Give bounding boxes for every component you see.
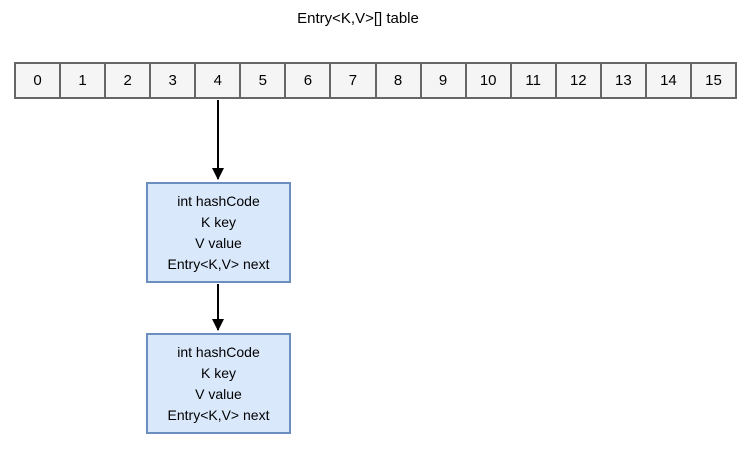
entry-node-1: int hashCode K key V value Entry<K,V> ne…: [146, 182, 291, 283]
array-cell: 9: [419, 62, 467, 99]
array-cell: 3: [149, 62, 197, 99]
array-cell: 8: [374, 62, 422, 99]
entry-field-value: V value: [195, 234, 242, 251]
array-cell: 10: [464, 62, 512, 99]
array-cell: 7: [329, 62, 377, 99]
array-cell: 4: [194, 62, 242, 99]
array-cell: 11: [509, 62, 557, 99]
bucket-array: 0 1 2 3 4 5 6 7 8 9 10 11 12 13 14 15: [14, 62, 737, 99]
array-cell: 2: [104, 62, 152, 99]
array-cell: 6: [284, 62, 332, 99]
entry-node-2: int hashCode K key V value Entry<K,V> ne…: [146, 333, 291, 434]
array-cell: 15: [689, 62, 737, 99]
entry-field-key: K key: [200, 213, 236, 230]
array-cell: 0: [14, 62, 62, 99]
array-cell: 13: [599, 62, 647, 99]
array-cell: 14: [644, 62, 692, 99]
diagram-title: Entry<K,V>[] table: [297, 10, 419, 27]
entry-field-next: Entry<K,V> next: [167, 255, 270, 272]
entry-field-next: Entry<K,V> next: [167, 406, 270, 423]
array-cell: 1: [59, 62, 107, 99]
array-cell: 12: [554, 62, 602, 99]
entry-field-hashcode: int hashCode: [177, 343, 260, 360]
entry-field-value: V value: [195, 385, 242, 402]
array-cell: 5: [239, 62, 287, 99]
entry-field-hashcode: int hashCode: [177, 192, 260, 209]
entry-field-key: K key: [200, 364, 236, 381]
